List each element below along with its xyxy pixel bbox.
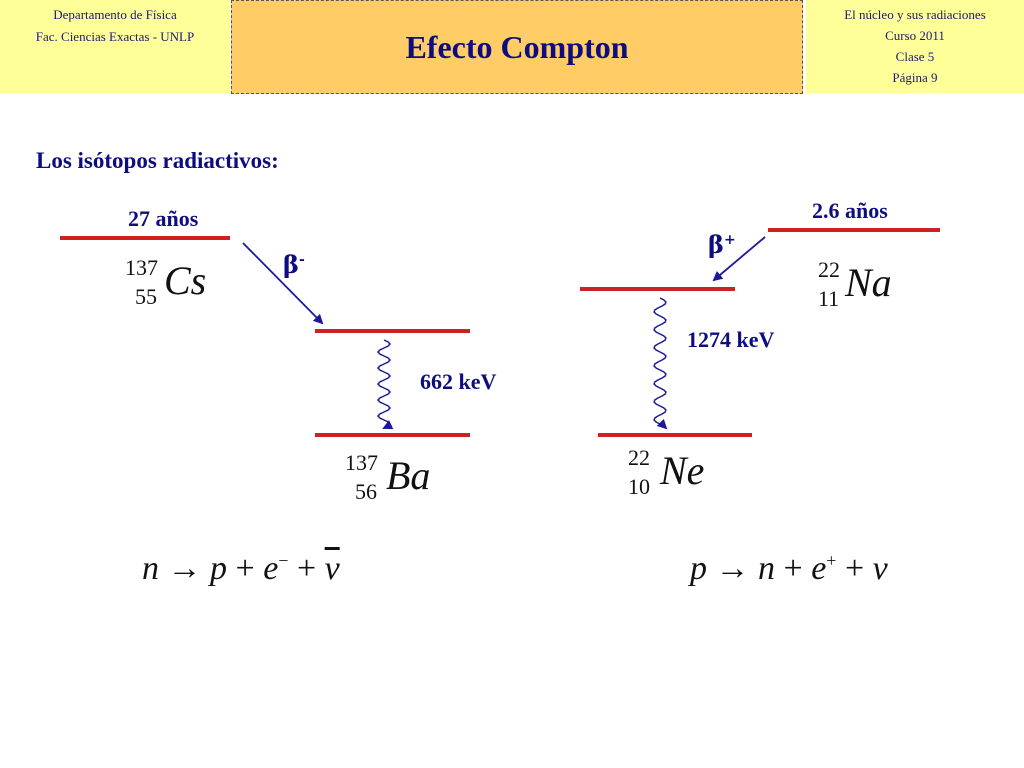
antineutrino-symbol: ν bbox=[324, 550, 340, 587]
header-right: El núcleo y sus radiaciones Curso 2011 C… bbox=[806, 0, 1024, 93]
course-name: El núcleo y sus radiaciones bbox=[844, 7, 986, 22]
beta-minus-equation: n → p + e− + ν bbox=[142, 550, 340, 588]
ba137-mass-number: 137 bbox=[345, 450, 378, 475]
na22-symbol: Na bbox=[845, 260, 892, 305]
positron-symbol: e bbox=[811, 550, 827, 587]
ba137-atomic-number: 56 bbox=[355, 479, 377, 504]
ne22-symbol: Ne bbox=[660, 448, 705, 493]
title-box: Efecto Compton bbox=[231, 0, 803, 94]
plus-sign: + bbox=[783, 550, 803, 587]
beta-plus-arrow bbox=[712, 236, 766, 282]
ne22-atomic-number: 10 bbox=[628, 474, 650, 499]
beta-sign: - bbox=[298, 252, 305, 268]
electron-charge: − bbox=[278, 550, 289, 571]
plus-sign: + bbox=[296, 550, 317, 587]
beta-symbol: β bbox=[283, 250, 299, 279]
faculty-label: Fac. Ciencias Exactas - UNLP bbox=[35, 29, 195, 44]
electron-symbol: e bbox=[263, 550, 279, 587]
class-number: Clase 5 bbox=[895, 49, 935, 64]
na22-mass-number: 22 bbox=[818, 257, 840, 282]
neutron-symbol: n bbox=[142, 550, 159, 587]
plus-sign: + bbox=[844, 550, 865, 587]
positron-charge: + bbox=[826, 550, 837, 571]
neutron-symbol: n bbox=[758, 550, 775, 587]
na22-half-life: 2.6 años bbox=[812, 198, 888, 223]
cs137-symbol: Cs bbox=[164, 258, 207, 303]
beta-symbol: β bbox=[708, 230, 724, 259]
ne22-mass-number: 22 bbox=[628, 445, 650, 470]
gamma-energy-662: 662 keV bbox=[420, 369, 497, 394]
gamma-energy-1274: 1274 keV bbox=[687, 327, 775, 352]
beta-plus-label: β+ bbox=[708, 230, 736, 259]
gamma-wave-662 bbox=[376, 339, 394, 430]
course-year: Curso 2011 bbox=[885, 28, 945, 43]
beta-minus-label: β- bbox=[283, 250, 305, 279]
reaction-arrow: → bbox=[715, 550, 750, 587]
cs137-mass-number: 137 bbox=[125, 255, 158, 280]
beta-minus-arrow bbox=[242, 242, 324, 325]
proton-symbol: p bbox=[690, 550, 707, 587]
na22-atomic-number: 11 bbox=[818, 286, 840, 311]
neutrino-symbol: ν bbox=[872, 550, 888, 587]
cs137-half-life: 27 años bbox=[128, 206, 199, 231]
gamma-wave-1274 bbox=[653, 297, 668, 430]
isotopes-subtitle: Los isótopos radiactivos: bbox=[36, 148, 279, 173]
beta-sign: + bbox=[723, 232, 736, 248]
proton-symbol: p bbox=[210, 550, 227, 587]
plus-sign: + bbox=[235, 550, 255, 587]
slide-title: Efecto Compton bbox=[405, 29, 629, 65]
page-number: Página 9 bbox=[892, 70, 938, 85]
header-left: Departamento de Física Fac. Ciencias Exa… bbox=[0, 0, 230, 93]
department-label: Departamento de Física bbox=[53, 7, 177, 22]
ba137-symbol: Ba bbox=[386, 453, 431, 498]
beta-plus-equation: p → n + e+ + ν bbox=[690, 550, 888, 588]
cs137-atomic-number: 55 bbox=[135, 284, 157, 309]
reaction-arrow: → bbox=[167, 550, 202, 587]
